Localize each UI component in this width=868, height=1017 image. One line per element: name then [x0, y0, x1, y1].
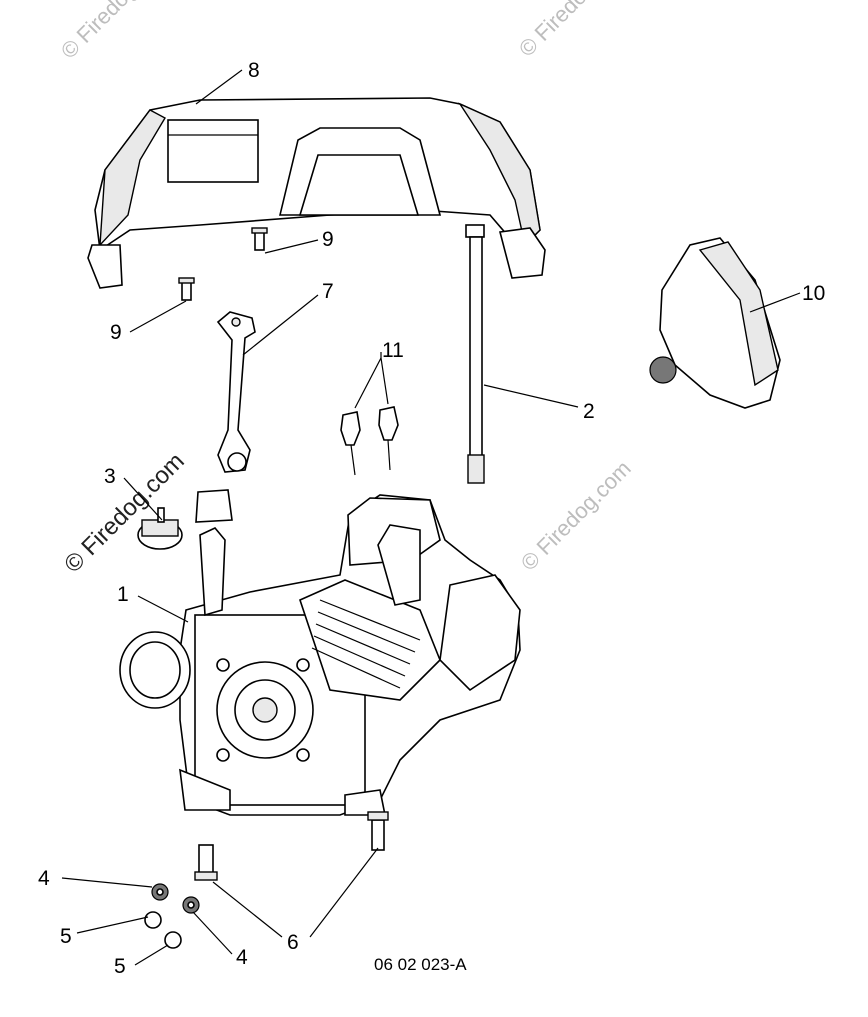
callout-4-left: 4 — [38, 867, 50, 890]
watermark-top-left: © Firedog.com — [56, 0, 176, 64]
callout-9-upper: 9 — [322, 228, 334, 251]
part-8-shroud — [87, 97, 546, 289]
callout-5-upper: 5 — [60, 925, 72, 948]
part-7-wrench — [216, 311, 256, 473]
callout-8: 8 — [248, 59, 260, 82]
part-3-oil-cap — [137, 507, 183, 550]
callout-6: 6 — [287, 931, 299, 954]
part-4-washer-left — [151, 883, 169, 901]
part-10-air-filter — [649, 237, 781, 409]
part-2-dipstick-tube — [465, 224, 485, 484]
callout-2: 2 — [583, 400, 595, 423]
part-9-screw-lower — [178, 277, 195, 301]
callout-3: 3 — [104, 465, 116, 488]
part-6-bolt-right — [367, 811, 389, 851]
callout-10: 10 — [802, 282, 825, 305]
callout-4-right: 4 — [236, 946, 248, 969]
callout-1: 1 — [117, 583, 129, 606]
watermark-middle: © Firedog.com — [516, 456, 636, 576]
leader-lines — [61, 69, 801, 966]
callout-5-lower: 5 — [114, 955, 126, 978]
callout-7: 7 — [322, 280, 334, 303]
part-9-screw-upper — [251, 227, 268, 251]
diagram-code: 06 02 023-A — [374, 955, 467, 974]
part-5-plug-upper — [144, 911, 162, 929]
callout-9-lower: 9 — [110, 321, 122, 344]
part-4-washer-right — [182, 896, 200, 914]
watermark-top-right: © Firedog.com — [514, 0, 634, 62]
engine-assembly — [119, 489, 521, 816]
callout-11: 11 — [382, 339, 404, 362]
part-5-plug-lower — [164, 931, 182, 949]
watermark-left: © Firedog.com — [59, 448, 190, 579]
part-11-boot-right — [378, 406, 399, 471]
part-11-boot-left — [340, 411, 361, 476]
part-6-bolt-left — [194, 844, 218, 881]
